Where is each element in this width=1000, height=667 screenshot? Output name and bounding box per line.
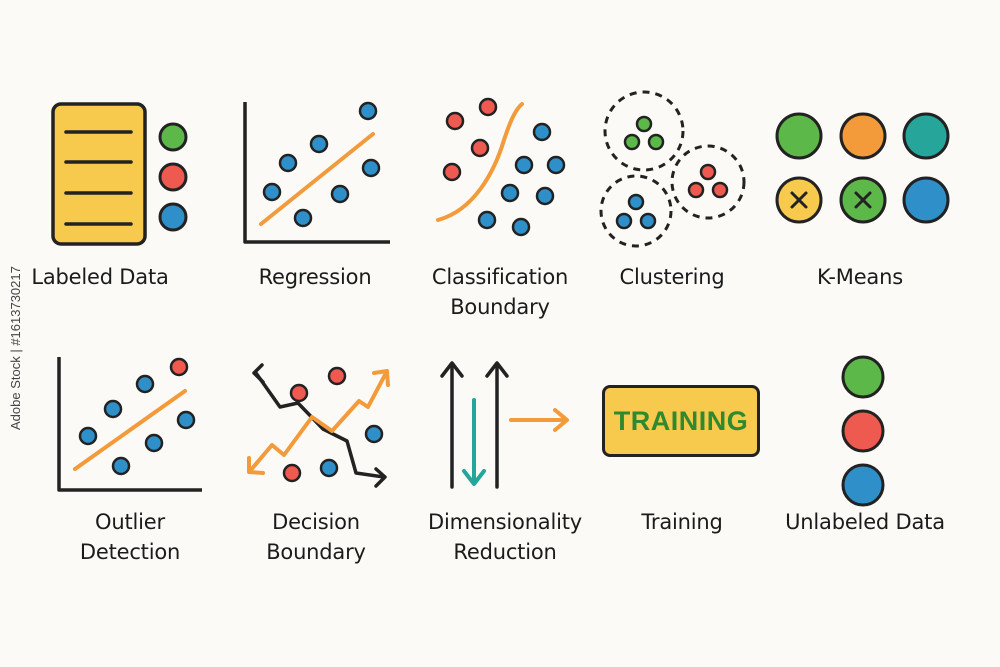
label-line: Classification xyxy=(431,265,569,289)
label-line: Boundary xyxy=(450,295,550,319)
label-line: K-Means xyxy=(817,265,903,289)
label-decision-boundary: Decision Boundary xyxy=(216,507,416,567)
tile-training: TRAINING Training xyxy=(582,345,782,575)
label-line: Outlier xyxy=(95,510,165,534)
tile-unlabeled-data: Unlabeled Data xyxy=(765,345,965,575)
centroid-x-icon xyxy=(854,191,872,209)
label-line: Labeled Data xyxy=(31,265,169,289)
tile-labeled-data: Labeled Data xyxy=(0,90,200,320)
label-clustering: Clustering xyxy=(572,262,772,292)
training-badge-text: TRAINING xyxy=(613,405,749,436)
tile-decision-boundary: Decision Boundary xyxy=(216,345,416,575)
label-line: Regression xyxy=(258,265,372,289)
label-line: Reduction xyxy=(453,540,557,564)
label-line: Boundary xyxy=(266,540,366,564)
label-line: Decision xyxy=(272,510,360,534)
dimensionality-reduction-icon xyxy=(440,361,569,489)
label-classification: Classification Boundary xyxy=(400,262,600,322)
tile-k-means: K-Means xyxy=(760,90,960,320)
tile-regression: Regression xyxy=(215,90,415,320)
label-line: Clustering xyxy=(619,265,725,289)
tile-dimensionality-reduction: Dimensionality Reduction xyxy=(405,345,605,575)
classification-boundary-icon xyxy=(436,97,566,237)
label-k-means: K-Means xyxy=(760,262,960,292)
label-unlabeled-data: Unlabeled Data xyxy=(765,507,965,537)
stock-watermark: Adobe Stock | #1613730217 xyxy=(8,266,23,430)
unlabeled-data-icon xyxy=(841,355,885,507)
label-line: Unlabeled Data xyxy=(785,510,945,534)
label-outlier-detection: Outlier Detection xyxy=(30,507,230,567)
label-dimensionality-reduction: Dimensionality Reduction xyxy=(405,507,605,567)
label-training: Training xyxy=(582,507,782,537)
decision-boundary-icon xyxy=(247,363,390,488)
centroid-x-icon xyxy=(790,191,808,209)
labeled-data-icon xyxy=(51,102,188,246)
label-line: Dimensionality xyxy=(427,510,583,534)
tile-clustering: Clustering xyxy=(572,90,772,320)
k-means-icon xyxy=(775,112,950,224)
label-regression: Regression xyxy=(215,262,415,292)
clustering-icon xyxy=(599,90,746,248)
label-line: Training xyxy=(641,510,723,534)
label-line: Detection xyxy=(79,540,181,564)
tile-outlier-detection: Outlier Detection xyxy=(30,345,230,575)
outlier-detection-icon xyxy=(57,357,202,492)
training-icon: TRAINING xyxy=(602,385,760,457)
regression-icon xyxy=(243,101,390,244)
label-labeled-data: Labeled Data xyxy=(0,262,200,292)
tile-classification: Classification Boundary xyxy=(400,90,600,330)
